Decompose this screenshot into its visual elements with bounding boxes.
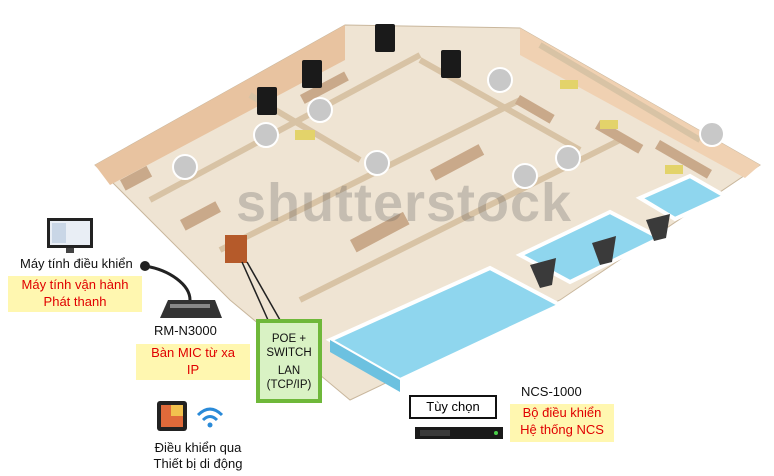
wall-speaker-icon [257, 24, 461, 115]
pc-description-line1: Máy tính vận hành [21, 277, 129, 292]
mic-description-line1: Bàn MIC từ xa [151, 345, 235, 360]
pool-base [330, 340, 400, 392]
mic-description-line2: IP [186, 362, 200, 377]
ncs-description-box: Bộ điều khiển Hệ thống NCS [510, 404, 614, 442]
small-pool [635, 173, 730, 222]
switch-connection [241, 261, 281, 321]
pc-description-line2: Phát thanh [43, 294, 107, 309]
pc-description-box: Máy tính vận hành Phát thanh [8, 276, 142, 312]
switch-line1: POE + [271, 333, 307, 345]
ceiling-speaker-icon [172, 67, 725, 189]
ncs-description-line2: Hệ thống NCS [520, 422, 604, 437]
microphone-icon [140, 261, 222, 318]
switch-line4: (TCP/IP) [266, 379, 312, 391]
poe-switch-box: POE + SWITCH LAN (TCP/IP) [256, 319, 322, 403]
wifi-icon [196, 407, 224, 428]
pc-title: Máy tính điều khiển [20, 256, 133, 271]
watermark: shutterstock [236, 173, 573, 233]
switch-line3: LAN [277, 365, 301, 377]
mic-description-box: Bàn MIC từ xa IP [136, 344, 250, 380]
ncs-description-line1: Bộ điều khiển [522, 405, 602, 420]
switch-line2: SWITCH [266, 347, 312, 359]
horn-speaker-icon [530, 214, 670, 288]
building-back-wall [95, 25, 345, 185]
optional-label-box: Tùy chọn [409, 395, 497, 419]
yellow-panels [295, 80, 683, 174]
ncs-controller-icon [415, 427, 503, 439]
mobile-line1: Điều khiển qua [154, 440, 242, 455]
computer-icon [47, 218, 93, 253]
mobile-control-label: Điều khiển qua Thiết bị di động [136, 440, 260, 472]
tablet-icon [157, 401, 187, 431]
ncs-model-label: NCS-1000 [521, 384, 582, 399]
mobile-line2: Thiết bị di động [153, 456, 243, 471]
mic-model-label: RM-N3000 [154, 323, 217, 338]
large-pool [325, 265, 565, 383]
furniture [120, 71, 712, 263]
